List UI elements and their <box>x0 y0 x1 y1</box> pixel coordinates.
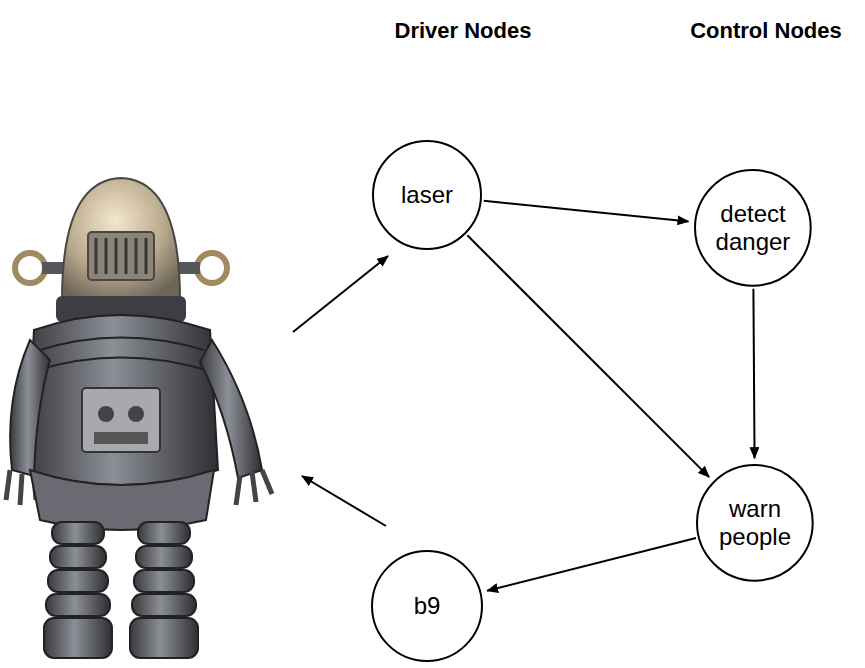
arrow-connector <box>487 538 696 591</box>
node-circle: b9 <box>371 550 483 662</box>
arrow-connector <box>467 235 709 477</box>
arrow-connector <box>753 289 754 458</box>
node-circle: laser <box>372 140 482 250</box>
node-label: laser <box>401 181 453 209</box>
node-label: detect danger <box>707 200 799 256</box>
node-label: b9 <box>414 592 441 620</box>
node-circle: warn people <box>696 464 814 582</box>
node-circle: detect danger <box>694 169 812 287</box>
column-heading: Driver Nodes <box>395 18 532 44</box>
node-label: warn people <box>709 495 801 551</box>
arrow-connector <box>484 201 689 222</box>
column-heading: Control Nodes <box>690 18 842 44</box>
